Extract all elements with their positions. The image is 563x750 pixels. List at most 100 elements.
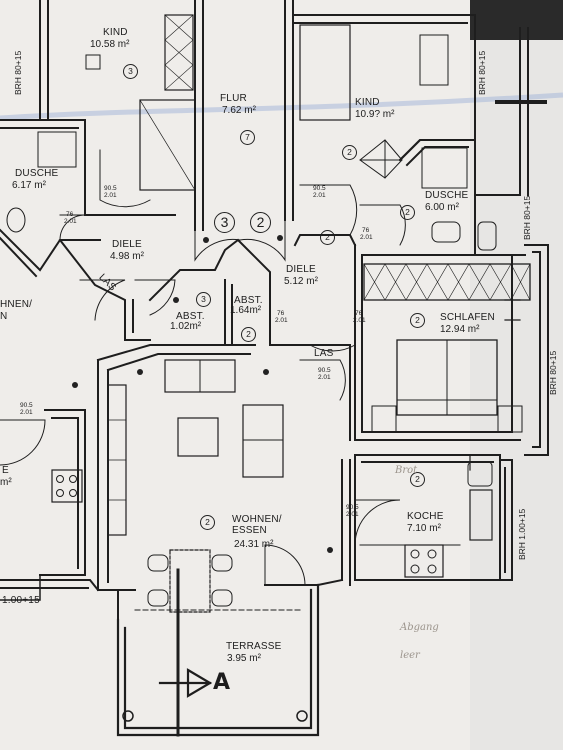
door-flur-left [194, 214, 241, 262]
room-flur-name: FLUR [220, 93, 247, 104]
room-wohnen-area: 24.31 m² [234, 539, 274, 550]
room-terrasse-name: TERRASSE [226, 641, 282, 652]
door-dim-5a: 76 [277, 310, 285, 317]
top-edge-dark [470, 0, 563, 40]
brh-right-koche-label: BRH 1.00+15 [517, 508, 527, 560]
section-arrow-label: A [213, 670, 231, 695]
room-schlafen-name: SCHLAFEN [440, 312, 495, 323]
socket-1 [137, 369, 143, 375]
sofa-right [242, 404, 284, 478]
door-dim-6a: 76 [355, 310, 363, 317]
chair-1 [147, 554, 169, 572]
abst-left-walls [148, 238, 271, 346]
room-wohnen-number: 2 [200, 515, 215, 530]
chair-3 [211, 554, 233, 572]
socket-3 [327, 547, 333, 553]
bed-side-r [497, 405, 523, 433]
room-koche-area: 7.10 m² [407, 523, 441, 534]
las-right-label: LAS [314, 348, 334, 359]
coffee-table [177, 417, 219, 457]
room-left-partial-mid-name: E [2, 465, 9, 476]
room-kind-top-area: 10.58 m² [90, 39, 130, 50]
dusche-left-walls [0, 119, 86, 216]
dining-table [169, 549, 211, 613]
door-las-left [79, 279, 126, 321]
door-dim-9b: 2.01 [346, 511, 359, 518]
dusche-right-walls [398, 139, 476, 256]
dim-bottom-left: 1.00+15 [2, 595, 40, 606]
handwritten-note-1: Brot [395, 465, 418, 476]
room-flur-number: 7 [240, 130, 255, 145]
room-diele-left-area: 4.98 m² [110, 251, 144, 262]
door-dim-6b: 2.01 [353, 317, 366, 324]
flur-walls [284, 0, 294, 221]
crease-line [0, 92, 563, 121]
shower-right [421, 147, 468, 189]
left-stove [51, 469, 83, 503]
room-diele-right-number: 2 [320, 230, 335, 245]
outer-wall-right-2 [524, 244, 549, 456]
room-terrasse-area: 3.95 m² [227, 653, 261, 664]
kind-right-shelf [419, 34, 449, 86]
room-diele-right-name: DIELE [286, 264, 316, 275]
wardrobe [363, 263, 531, 301]
room-abst-left-name: ABST. [176, 311, 205, 322]
door-dim-4a: 76 [362, 227, 370, 234]
kind-right-wardrobe [359, 139, 403, 179]
door-abst-left [134, 279, 176, 316]
door-dim-7a: 90.5 [318, 367, 331, 374]
left-lower-wall [0, 574, 41, 601]
door-dim-7b: 2.01 [318, 374, 331, 381]
brh-right-mid-label: BRH 80+15 [522, 195, 532, 240]
door-dusche-left [59, 214, 86, 241]
tv-board-lines [107, 419, 127, 501]
room-diele-right-area: 5.12 m² [284, 276, 318, 287]
door-dim-4b: 2.01 [360, 234, 373, 241]
door-kind-top [99, 149, 151, 208]
door-dim-2b: 2.01 [313, 192, 326, 199]
kind-top-walls [39, 0, 204, 231]
chair-2 [147, 589, 169, 607]
room-abst-left-number: 3 [196, 292, 211, 307]
room-dusche-left-area: 6.17 m² [12, 180, 46, 191]
door-dim-1b: 2.01 [104, 192, 117, 199]
room-dusche-right-area: 6.00 m² [425, 202, 459, 213]
door-wohnen-left [0, 419, 46, 466]
room-diele-left-name: DIELE [112, 239, 142, 250]
room-abst-mid-name: ABST. [234, 295, 263, 306]
fridge [467, 461, 493, 487]
socket-5 [203, 237, 209, 243]
marker-circle-3: 3 [214, 212, 235, 233]
door-las-right [299, 359, 346, 401]
kind-top-wardrobe [164, 14, 194, 91]
brh-right-schlafen-label: BRH 80+15 [548, 350, 558, 395]
desk-top-diag [139, 99, 196, 191]
kind-top-wardrobe-x [164, 14, 194, 91]
handwritten-note-3: leer [400, 650, 420, 661]
room-koche-number: 2 [410, 472, 425, 487]
room-dusche-right-number: 2 [400, 205, 415, 220]
door-flur-right [239, 214, 286, 262]
marker-circle-2: 2 [250, 212, 271, 233]
post-right [296, 710, 308, 722]
room-koche-name: KOCHE [407, 511, 444, 522]
brh-right-top-label: BRH 80+15 [477, 50, 487, 95]
desk-top [139, 99, 196, 191]
chair-4 [211, 589, 233, 607]
room-dusche-left-name: DUSCHE [15, 168, 59, 179]
socket-6 [277, 235, 283, 241]
wardrobe-x [363, 263, 531, 301]
room-dusche-right-name: DUSCHE [425, 190, 469, 201]
bath-right-wall [474, 194, 526, 256]
door-dim-3a: 76 [66, 211, 74, 218]
door-koche [354, 499, 401, 546]
living-top-wall [96, 344, 256, 372]
room-kind-top-number: 3 [123, 64, 138, 79]
door-terrasse [264, 544, 306, 586]
room-kind-right-name: KIND [355, 97, 380, 108]
diele-left-walls [58, 214, 176, 341]
outer-wall-right [519, 27, 529, 196]
room-schlafen-number: 2 [410, 313, 425, 328]
wc-left [6, 207, 26, 233]
right-window-marks [469, 299, 521, 471]
